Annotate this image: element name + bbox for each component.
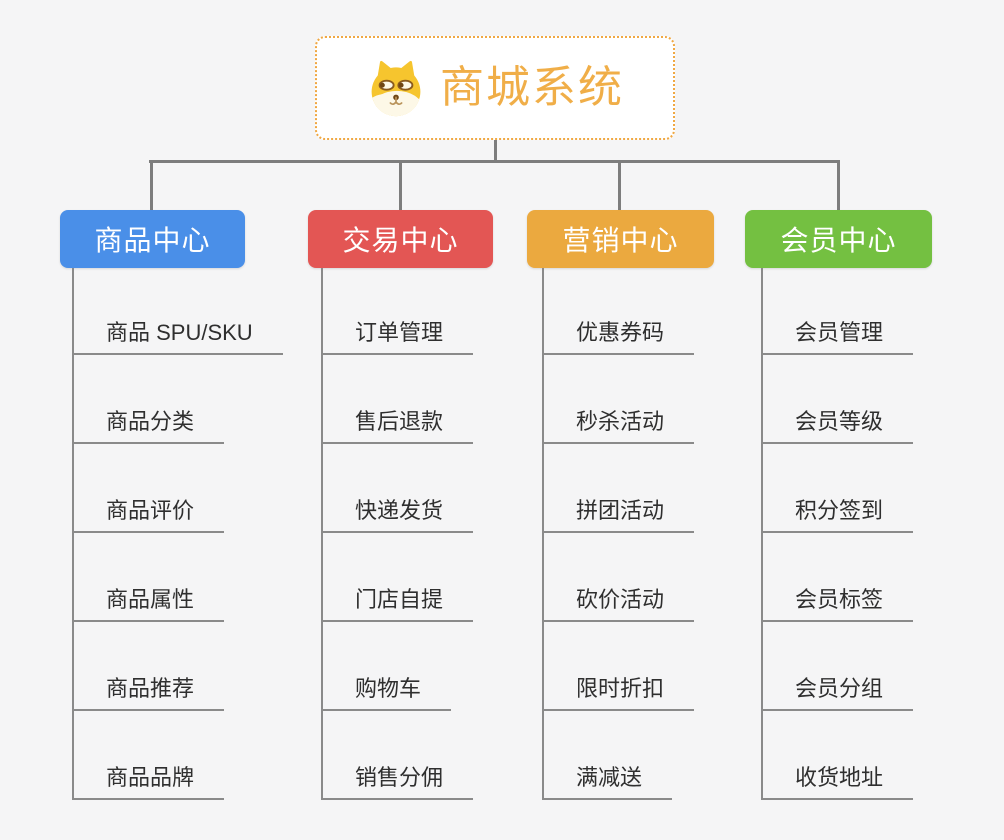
connector-drop-3 — [618, 160, 621, 210]
leaf-node[interactable]: 砍价活动 — [542, 587, 695, 622]
branch-trade-center[interactable]: 交易中心 — [308, 210, 493, 268]
tree-spine-trade — [321, 268, 323, 800]
leaf-node[interactable]: 商品 SPU/SKU — [72, 320, 283, 355]
connector-drop-2 — [399, 160, 402, 210]
leaf-node[interactable]: 销售分佣 — [321, 765, 474, 800]
connector-root-stub — [494, 140, 497, 162]
leaf-node[interactable]: 优惠券码 — [542, 320, 695, 355]
leaf-node[interactable]: 订单管理 — [321, 320, 474, 355]
root-node[interactable]: 商城系统 — [315, 36, 675, 140]
leaf-node[interactable]: 会员标签 — [761, 587, 914, 622]
leaf-node[interactable]: 会员管理 — [761, 320, 914, 355]
leaf-node[interactable]: 购物车 — [321, 676, 452, 711]
connector-drop-1 — [150, 160, 153, 210]
leaf-node[interactable]: 限时折扣 — [542, 676, 695, 711]
root-title: 商城系统 — [440, 63, 624, 112]
tree-spine-member — [761, 268, 763, 800]
leaf-node[interactable]: 会员分组 — [761, 676, 914, 711]
tree-spine-marketing — [542, 268, 544, 800]
branch-product-center[interactable]: 商品中心 — [60, 210, 245, 268]
leaf-node[interactable]: 积分签到 — [761, 498, 914, 533]
leaf-node[interactable]: 商品品牌 — [72, 765, 225, 800]
connector-rail — [149, 160, 839, 163]
leaf-node[interactable]: 秒杀活动 — [542, 409, 695, 444]
leaf-node[interactable]: 满减送 — [542, 765, 673, 800]
leaf-node[interactable]: 售后退款 — [321, 409, 474, 444]
branch-marketing-center[interactable]: 营销中心 — [527, 210, 714, 268]
leaf-node[interactable]: 收货地址 — [761, 765, 914, 800]
leaf-node[interactable]: 商品推荐 — [72, 676, 225, 711]
leaf-node[interactable]: 拼团活动 — [542, 498, 695, 533]
leaf-node[interactable]: 商品评价 — [72, 498, 225, 533]
tree-spine-product — [72, 268, 74, 800]
leaf-node[interactable]: 门店自提 — [321, 587, 474, 622]
leaf-node[interactable]: 商品分类 — [72, 409, 225, 444]
doge-icon — [366, 58, 426, 118]
leaf-node[interactable]: 快递发货 — [321, 498, 474, 533]
leaf-node[interactable]: 商品属性 — [72, 587, 225, 622]
leaf-node[interactable]: 会员等级 — [761, 409, 914, 444]
connector-drop-4 — [837, 160, 840, 210]
branch-member-center[interactable]: 会员中心 — [745, 210, 932, 268]
